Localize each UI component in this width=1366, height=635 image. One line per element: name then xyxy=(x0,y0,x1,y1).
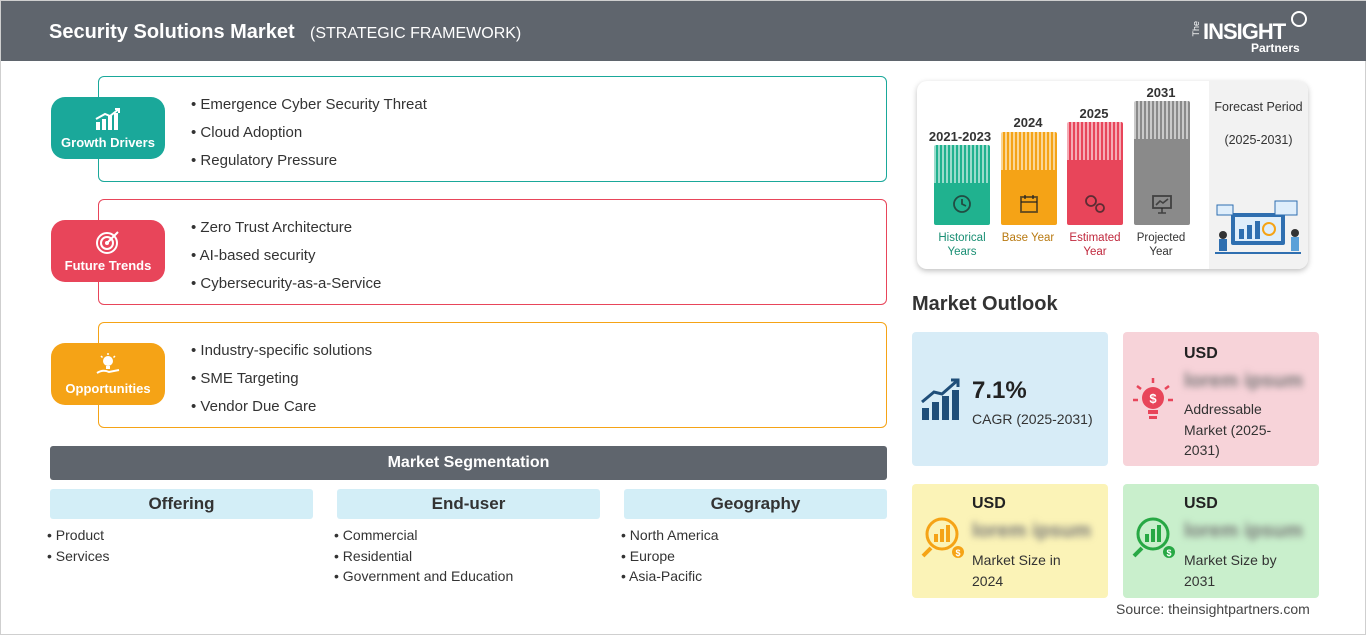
list-item: Asia-Pacific xyxy=(621,566,719,587)
logo-the: The xyxy=(1191,21,1201,37)
analysts-illustration-icon xyxy=(1215,200,1301,254)
future-trends-pill: Future Trends xyxy=(51,220,165,282)
bar-stripes xyxy=(1067,122,1123,160)
svg-text:$: $ xyxy=(955,548,960,558)
segment-geography-list: North America Europe Asia-Pacific xyxy=(621,525,719,587)
market-size-2031-label: Market Size by 2031 xyxy=(1184,552,1277,589)
segment-end-user-head: End-user xyxy=(337,489,600,519)
bar-stripes xyxy=(1134,101,1190,139)
market-size-2031-usd: USD xyxy=(1184,495,1218,512)
timeline-bar-projected xyxy=(1134,101,1190,225)
list-item: Vendor Due Care xyxy=(191,393,372,421)
growth-drivers-label: Growth Drivers xyxy=(61,134,155,150)
calendar-icon xyxy=(1020,195,1038,213)
list-item: Commercial xyxy=(334,525,513,546)
magnifier-chart-icon: $ xyxy=(1132,517,1175,558)
logo-partners: Partners xyxy=(1251,41,1300,55)
history-icon xyxy=(953,195,971,213)
market-segmentation-header: Market Segmentation xyxy=(50,446,887,480)
addressable-market-card: $ USD lorem ipsum Addressable Market (20… xyxy=(1123,332,1319,466)
list-item: Services xyxy=(47,546,110,567)
presentation-icon xyxy=(1152,195,1172,214)
bar-stripes xyxy=(1001,132,1057,170)
page-title: Security Solutions Market xyxy=(49,21,295,43)
timeline-bar-historical xyxy=(934,145,990,225)
forecast-period-years: (2025-2031) xyxy=(1224,133,1293,147)
list-item: Product xyxy=(47,525,109,546)
forecast-period-title: Forecast Period xyxy=(1214,100,1303,114)
list-item: Industry-specific solutions xyxy=(191,337,372,365)
logo-insight: INSIGHT xyxy=(1203,19,1286,44)
opportunities-list: Industry-specific solutions SME Targetin… xyxy=(191,337,372,421)
market-size-2031-card: $ USD lorem ipsum Market Size by 2031 xyxy=(1123,484,1319,598)
growth-chart-icon xyxy=(921,378,960,420)
market-size-2024-card: $ USD lorem ipsum Market Size in 2024 xyxy=(912,484,1108,598)
target-icon xyxy=(96,230,119,254)
segment-geography-head: Geography xyxy=(624,489,887,519)
list-item: Government and Education xyxy=(334,566,513,587)
growth-drivers-pill: Growth Drivers xyxy=(51,97,165,159)
segment-offering-list: Product Services xyxy=(47,525,110,567)
timeline-label-historical: Historical Years xyxy=(938,232,986,258)
future-trends-label: Future Trends xyxy=(64,257,152,273)
opportunities-label: Opportunities xyxy=(65,380,151,396)
addressable-usd: USD xyxy=(1184,345,1218,362)
bar-chart-growth-icon xyxy=(95,107,120,130)
svg-text:$: $ xyxy=(1149,391,1157,406)
timeline-year-estimated: 2025 xyxy=(1079,106,1109,121)
growth-drivers-list: Emergence Cyber Security Threat Cloud Ad… xyxy=(191,91,427,175)
segment-end-user-list: Commercial Residential Government and Ed… xyxy=(334,525,513,587)
timeline-year-historical: 2021-2023 xyxy=(928,129,992,144)
market-size-2024-label: Market Size in 2024 xyxy=(972,552,1061,589)
market-outlook-title: Market Outlook xyxy=(912,293,1058,315)
market-size-2024-usd: USD xyxy=(972,495,1006,512)
list-item: AI-based security xyxy=(191,242,381,270)
gears-icon xyxy=(1085,195,1105,213)
forecast-period-panel: Forecast Period (2025-2031) xyxy=(1209,81,1308,269)
source-credit[interactable]: Source: theinsightpartners.com xyxy=(1116,601,1310,617)
insight-partners-logo[interactable]: The INSIGHT Partners xyxy=(1191,11,1311,55)
cagr-label: CAGR (2025-2031) xyxy=(972,411,1093,427)
timeline-year-projected: 2031 xyxy=(1146,85,1176,100)
addressable-label: Addressable Market (2025-2031) xyxy=(1184,401,1272,458)
segment-offering-head: Offering xyxy=(50,489,313,519)
timeline-bar-estimated xyxy=(1067,122,1123,225)
addressable-value-blurred: lorem ipsum xyxy=(1184,370,1303,392)
future-trends-list: Zero Trust Architecture AI-based securit… xyxy=(191,214,382,298)
list-item: Europe xyxy=(621,546,719,567)
header-bar: Security Solutions Market (STRATEGIC FRA… xyxy=(1,1,1366,61)
list-item: Regulatory Pressure xyxy=(191,147,427,175)
magnifier-chart-icon: $ xyxy=(921,517,964,558)
timeline-label-estimated: Estimated Year xyxy=(1069,232,1121,258)
svg-text:$: $ xyxy=(1166,548,1171,558)
opportunities-pill: Opportunities xyxy=(51,343,165,405)
list-item: North America xyxy=(621,525,719,546)
list-item: Residential xyxy=(334,546,513,567)
dollar-bulb-icon: $ xyxy=(1133,378,1173,419)
list-item: SME Targeting xyxy=(191,365,372,393)
timeline-card: 2021-2023 Historical Years 2024 Base Yea… xyxy=(917,81,1308,269)
list-item: Emergence Cyber Security Threat xyxy=(191,91,427,119)
lightbulb-hand-icon xyxy=(96,352,120,374)
list-item: Cloud Adoption xyxy=(191,119,427,147)
list-item: Cybersecurity-as-a-Service xyxy=(191,270,381,298)
timeline-bar-base xyxy=(1001,132,1057,225)
timeline-label-base: Base Year xyxy=(1001,232,1055,244)
list-item: Zero Trust Architecture xyxy=(191,214,381,242)
market-size-2031-value-blurred: lorem ipsum xyxy=(1184,520,1303,542)
timeline-year-base: 2024 xyxy=(1013,115,1043,130)
market-size-2024-value-blurred: lorem ipsum xyxy=(972,520,1091,542)
cagr-value: 7.1% xyxy=(972,377,1027,404)
logo-ring-icon xyxy=(1291,11,1307,27)
page-subtitle: (STRATEGIC FRAMEWORK) xyxy=(310,25,522,42)
cagr-card: 7.1% CAGR (2025-2031) xyxy=(912,332,1108,466)
bar-stripes xyxy=(934,145,990,183)
timeline-label-projected: Projected Year xyxy=(1136,232,1186,258)
